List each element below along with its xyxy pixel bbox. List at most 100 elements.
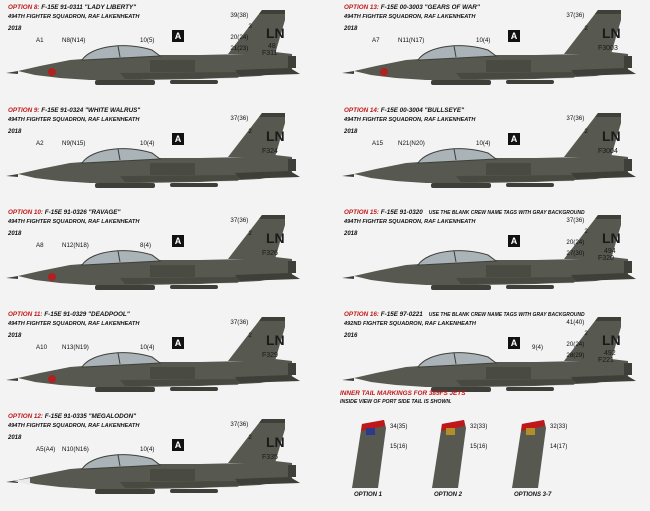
side-note: USE THE BLANK CREW NAME TAGS WITH GRAY B… <box>428 312 585 318</box>
tail-code: LN <box>266 434 285 450</box>
option-label: OPTION 14: <box>344 107 379 114</box>
fuel-callout: 10(5) <box>140 37 155 44</box>
tail-callout: 39(38) <box>230 12 249 19</box>
squadron-emblem <box>366 428 375 435</box>
tail-callout: 2 <box>248 434 252 441</box>
tail-callout: 37(36) <box>566 12 585 19</box>
aircraft-title: F-15E 91-0311 "LADY LIBERTY" <box>41 4 137 11</box>
a-marker: A <box>508 235 520 247</box>
tail-callout: 37(36) <box>230 319 249 326</box>
tail-code: LN <box>266 128 285 144</box>
a-marker: A <box>172 30 184 42</box>
fin-callout: 32(33) <box>470 424 488 430</box>
option-label: OPTION 9: <box>8 107 40 114</box>
fin-caption: OPTIONS 3-7 <box>514 492 552 498</box>
aircraft-title: F-15E 00-3003 "GEARS OF WAR" <box>380 4 480 11</box>
squadron-label: 494TH FIGHTER SQUADRON, RAF LAKENHEATH <box>8 321 140 327</box>
f15e-profile: LN F324 <box>6 113 300 188</box>
fuel-callout: 8(4) <box>140 242 152 249</box>
tail-code: LN <box>266 230 285 246</box>
fin-caption: OPTION 1 <box>354 492 383 498</box>
panel-header: OPTION 13: F-15E 00-3003 "GEARS OF WAR" <box>344 4 480 12</box>
tail-code: LN <box>266 25 285 41</box>
tail-num-top: 494 <box>604 248 616 255</box>
squadron-label: 494TH FIGHTER SQUADRON, RAF LAKENHEATH <box>344 14 476 20</box>
nose-art <box>48 375 56 383</box>
nose-art <box>48 273 56 281</box>
nose-callout: A8 <box>36 242 44 249</box>
tail-callout: 37(36) <box>566 115 585 122</box>
inner-tail-subtitle: INSIDE VIEW OF PORT SIDE TAIL IS SHOWN. <box>340 399 452 405</box>
fin-callout: 15(16) <box>470 444 488 450</box>
tail-num-bottom: F335 <box>262 454 278 461</box>
side-note: USE THE BLANK CREW NAME TAGS WITH GRAY B… <box>428 210 585 216</box>
f15e-profile: LN F335 <box>6 419 300 494</box>
tail-num-bottom: F324 <box>262 148 278 155</box>
nose-callout: N10(N16) <box>62 446 89 453</box>
nose-callout: A5(A4) <box>36 446 56 453</box>
profile-panel: LN F335 OPTION 12: F-15E 91-0335 "MEGALODO… <box>0 409 310 509</box>
year-label: 2018 <box>344 129 358 135</box>
nose-art <box>48 68 56 76</box>
option-label: OPTION 8: <box>8 4 40 11</box>
tail-callout: 37(36) <box>566 217 585 224</box>
aircraft-title: F-15E 91-0320 <box>380 209 423 216</box>
squadron-label: 494TH FIGHTER SQUADRON, RAF LAKENHEATH <box>344 219 476 225</box>
tail-code: LN <box>266 332 285 348</box>
panel-header: OPTION 14: F-15E 00-3004 "BULLSEYE" <box>344 107 464 115</box>
fuel-callout: 10(4) <box>476 140 491 147</box>
tail-code: LN <box>602 25 621 41</box>
fuel-callout: 10(4) <box>140 344 155 351</box>
nose-callout: A15 <box>372 140 384 147</box>
tail-callout: 27(30) <box>566 250 585 257</box>
nose-callout: A2 <box>36 140 44 147</box>
year-label: 2018 <box>8 435 22 441</box>
tail-callout: 2 <box>584 228 588 235</box>
f15e-profile: LN F3003 <box>342 10 636 85</box>
fin-callout: 15(16) <box>390 444 408 450</box>
aircraft-title: F-15E 91-0329 "DEADPOOL" <box>44 311 130 318</box>
nose-art <box>380 68 388 76</box>
tail-code: LN <box>602 332 621 348</box>
aircraft-title: F-15E 91-0326 "RAVAGE" <box>44 209 121 216</box>
year-label: 2018 <box>8 26 22 32</box>
tail-code: LN <box>602 128 621 144</box>
year-label: 2018 <box>8 333 22 339</box>
aircraft-title: F-15E 91-0335 "MEGALODON" <box>44 413 137 420</box>
a-marker: A <box>172 439 184 451</box>
fin-callout: 32(33) <box>550 424 568 430</box>
option-label: OPTION 11: <box>8 311 43 318</box>
fin-caption: OPTION 2 <box>434 492 463 498</box>
year-label: 2016 <box>344 333 358 339</box>
tail-callout: 2 <box>584 330 588 337</box>
tail-callout: 3 <box>248 23 252 30</box>
tail-num-bottom: F329 <box>262 352 278 359</box>
option-label: OPTION 12: <box>8 413 43 420</box>
fin-callout: 34(35) <box>390 424 408 430</box>
panel-header: OPTION 11: F-15E 91-0329 "DEADPOOL" <box>8 311 130 319</box>
fuel-callout: 10(4) <box>140 140 155 147</box>
fuel-callout: 9(4) <box>532 344 544 351</box>
tail-callout: 37(36) <box>230 115 249 122</box>
tail-num-bottom: F320 <box>598 255 614 262</box>
tail-num-bottom: F3003 <box>598 45 618 52</box>
a-marker: A <box>508 337 520 349</box>
year-label: 2018 <box>8 129 22 135</box>
squadron-label: 494TH FIGHTER SQUADRON, RAF LAKENHEATH <box>8 117 140 123</box>
a-marker: A <box>508 133 520 145</box>
nose-callout: N13(N19) <box>62 344 89 351</box>
tail-callout: 2 <box>248 230 252 237</box>
tail-code: LN <box>602 230 621 246</box>
profile-panel: LN F3003 OPTION 13: F-15E 00-3003 "GEARS O… <box>336 0 646 100</box>
nose-callout: N12(N18) <box>62 242 89 249</box>
year-label: 2018 <box>344 231 358 237</box>
tail-callout: 2 <box>248 128 252 135</box>
